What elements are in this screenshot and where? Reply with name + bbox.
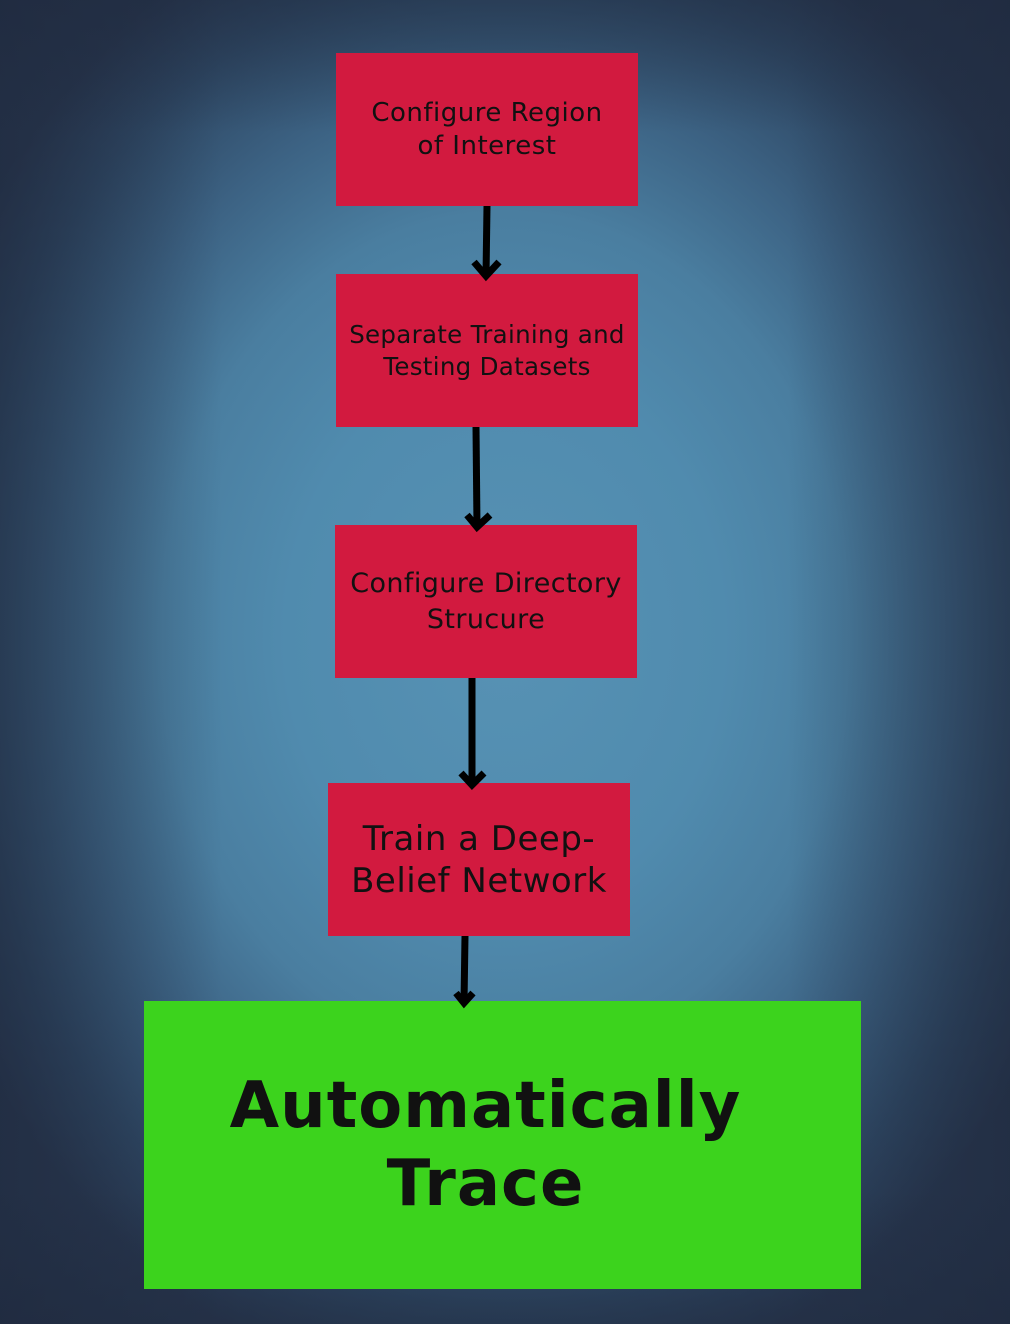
step-separate-datasets-box: Separate Training and Testing Datasets [336, 274, 638, 427]
arrow-step3-to-step4 [458, 678, 487, 791]
step-configure-directory-label: Configure Directory Strucure [350, 567, 622, 635]
step-configure-region-box: Configure Region of Interest [336, 53, 638, 206]
step-train-network-box: Train a Deep- Belief Network [328, 783, 630, 936]
arrow-1-shaft [482, 205, 491, 277]
final-automatically-trace-box: Automatically Trace [144, 1001, 861, 1289]
arrow-step1-to-step2 [471, 205, 502, 282]
step-configure-region-label: Configure Region of Interest [371, 97, 603, 161]
arrow-step2-to-step3 [464, 426, 493, 533]
arrow-1-head [471, 259, 502, 282]
step-configure-directory-box: Configure Directory Strucure [335, 525, 637, 678]
arrow-4-head [453, 990, 476, 1009]
arrow-3-head [458, 770, 487, 791]
step-train-network-label: Train a Deep- Belief Network [351, 818, 607, 901]
arrow-4-shaft [460, 935, 469, 1004]
final-automatically-trace-label: Automatically Trace [229, 1069, 742, 1221]
arrow-2-head [464, 512, 493, 533]
arrow-2-shaft [472, 426, 481, 528]
arrow-step4-to-final [453, 935, 476, 1009]
step-separate-datasets-label: Separate Training and Testing Datasets [349, 319, 625, 381]
